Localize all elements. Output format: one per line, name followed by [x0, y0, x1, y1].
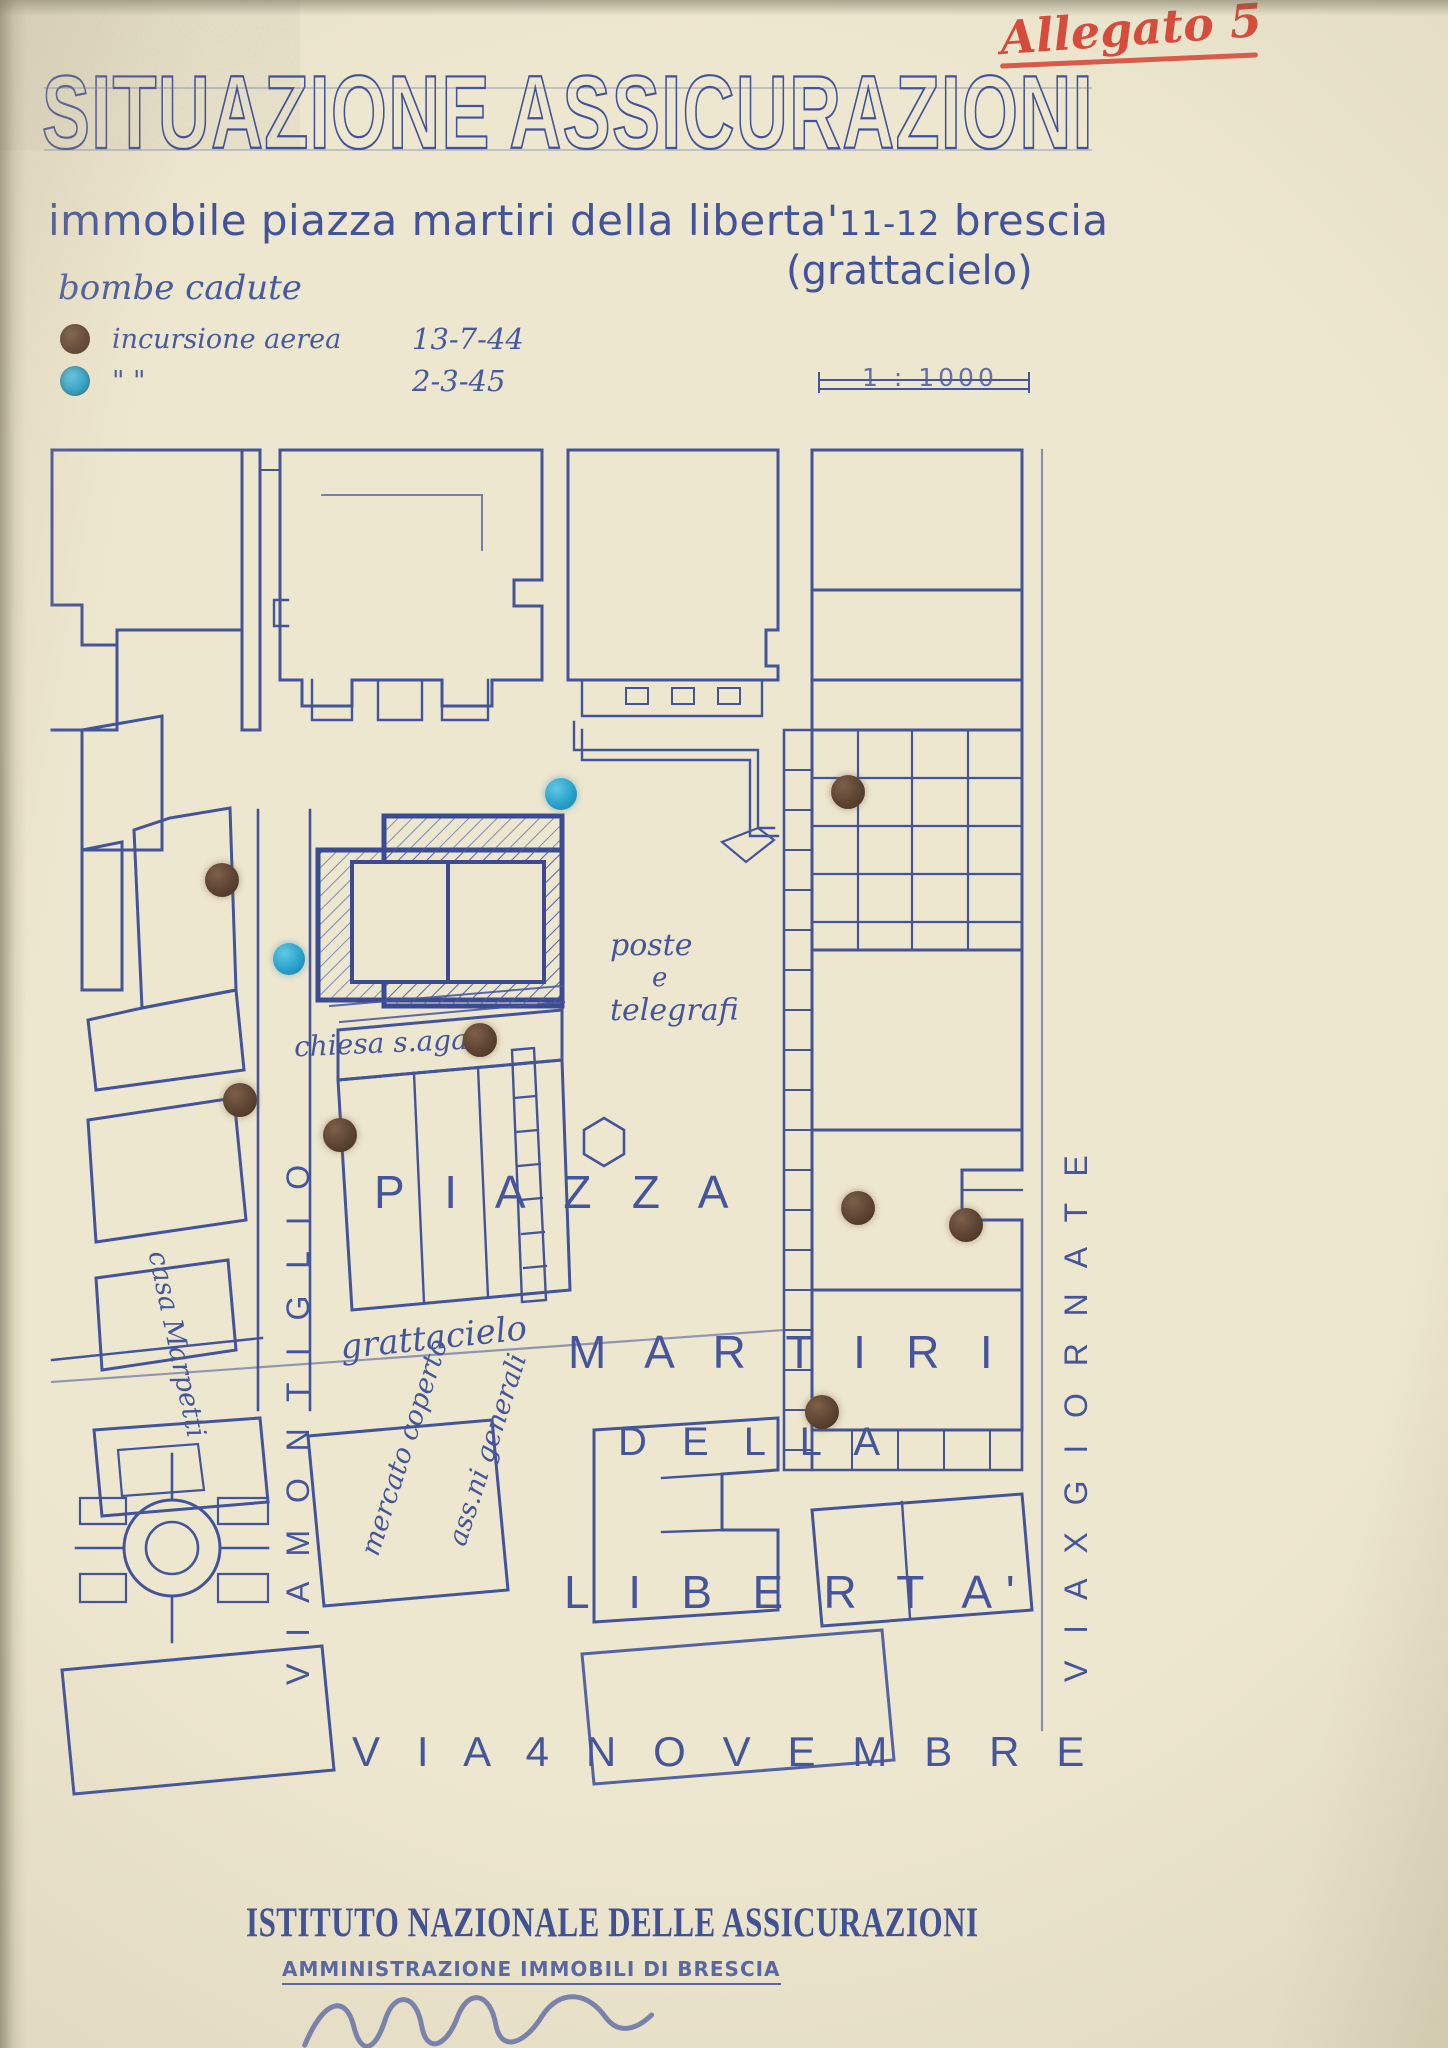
page-title-banner: SITUAZIONE ASSICURAZIONI [38, 54, 1098, 172]
label-liberta: L I B E R T A' [564, 1566, 1029, 1618]
subtitle-address: immobile piazza martiri della liberta' [48, 196, 839, 245]
scale-cap-right [1028, 372, 1030, 393]
bomb-marker-cyan-4 [273, 943, 305, 975]
bomb-marker-brown-8 [841, 1191, 875, 1225]
page-title-text: SITUAZIONE ASSICURAZIONI [42, 55, 1094, 171]
legend-label-2: " " [112, 365, 146, 397]
label-martiri: M A R T I R I [568, 1326, 1007, 1378]
legend-row-1: incursione aerea 13-7-44 [60, 322, 524, 356]
stamp-line-2: AMMINISTRAZIONE IMMOBILI DI BRESCIA [282, 1957, 781, 1985]
label-via-4-novembre: V I A 4 N O V E M B R E [352, 1728, 1097, 1775]
legend-date-1: 13-7-44 [412, 322, 524, 356]
paper-edge-left-shadow [0, 0, 26, 2048]
scale-bar [818, 370, 1030, 396]
subtitle-house-numbers: 11-12 [838, 204, 941, 244]
poste-line-2: e [652, 963, 668, 993]
legend-row-2: " " 2-3-45 [60, 364, 505, 398]
label-poste-e-telegrafi: poste e telegrafi [610, 928, 739, 1028]
subtitle-line-2: (grattacielo) [786, 248, 1033, 294]
poste-line-1: poste [610, 928, 693, 963]
bomb-marker-brown-7 [323, 1118, 357, 1152]
scale-cap-left [818, 372, 820, 393]
paper-edge-top-shadow [0, 0, 1448, 16]
bomb-marker-brown-6 [223, 1083, 257, 1117]
scale-bar-line [818, 379, 1030, 390]
site-map: P I A Z Z A M A R T I R I D E L L A L I … [22, 430, 1426, 1950]
scale-label: 1 : 1000 [862, 363, 998, 392]
bomb-marker-brown-1 [831, 775, 865, 809]
bomb-marker-brown-5 [463, 1023, 497, 1057]
legend-date-2: 2-3-45 [412, 364, 506, 398]
label-via-x-giornate: V I A X G I O R N A T E [1058, 1146, 1094, 1682]
bomb-marker-cyan-2 [545, 778, 577, 810]
label-della: D E L L A [618, 1420, 893, 1464]
label-via-montiglio: V I A M O N T I G L I O [280, 1155, 316, 1685]
institution-stamp: ISTITUTO NAZIONALE DELLE ASSICURAZIONI A… [246, 1899, 979, 1985]
cyan-dot-marker-icon [60, 366, 90, 396]
poste-line-3: telegrafi [610, 993, 739, 1028]
handwritten-signature [298, 1971, 662, 2048]
bomb-marker-brown-3 [205, 863, 239, 897]
bomb-marker-brown-10 [805, 1395, 839, 1429]
subtitle-city: brescia [953, 196, 1109, 245]
legend-title: bombe cadute [58, 268, 302, 308]
stamp-line-1: ISTITUTO NAZIONALE DELLE ASSICURAZIONI [246, 1898, 979, 1946]
label-piazza: P I A Z Z A [374, 1166, 743, 1218]
signature-stroke [302, 1994, 655, 2048]
subtitle-line-1: immobile piazza martiri della liberta'11… [48, 196, 1109, 245]
legend-label-1: incursione aerea [112, 323, 342, 355]
brown-dot-marker-icon [60, 324, 90, 354]
bomb-marker-brown-9 [949, 1208, 983, 1242]
